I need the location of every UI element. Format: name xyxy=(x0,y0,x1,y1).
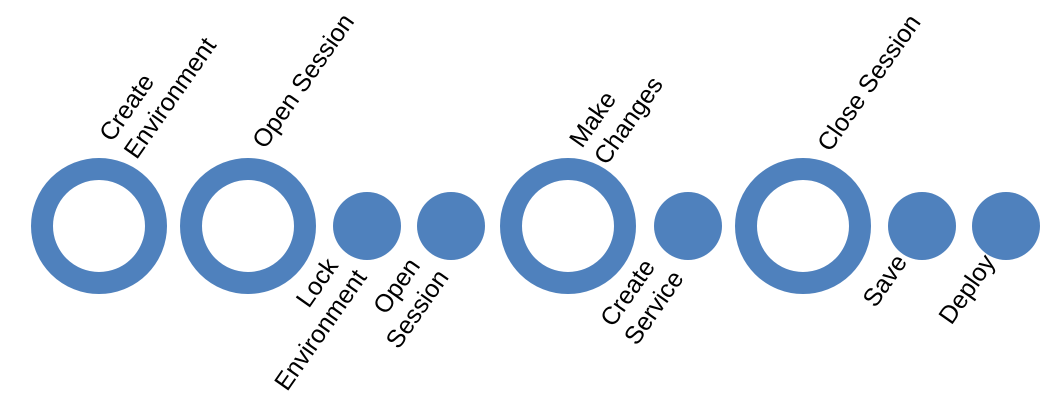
label-close-session: Close Session xyxy=(812,9,927,156)
step-save: Save xyxy=(857,192,956,312)
milestone-ring-open-session xyxy=(180,158,316,294)
label-line: Open Session xyxy=(247,9,360,154)
label-line: Deploy xyxy=(933,249,1001,329)
task-dot-lock-environment xyxy=(333,192,401,260)
step-make-changes: Make Changes xyxy=(500,54,669,294)
milestone-ring-make-changes xyxy=(500,158,636,294)
label-make-changes: Make Changes xyxy=(564,54,669,169)
task-dot-save xyxy=(888,192,956,260)
task-dot-create-service xyxy=(654,192,722,260)
label-line: Save xyxy=(857,249,913,312)
milestone-ring-close-session xyxy=(735,158,871,294)
label-open-session: Open Session xyxy=(247,9,360,154)
milestone-ring-create-environment xyxy=(31,158,167,294)
label-line: Close Session xyxy=(812,9,927,156)
task-dot-open-session xyxy=(417,192,485,260)
label-open-session-task: Open Session xyxy=(356,247,455,353)
label-deploy: Deploy xyxy=(933,249,1001,329)
label-create-environment: Create Environment xyxy=(94,15,222,163)
label-save: Save xyxy=(857,249,913,312)
task-dot-deploy xyxy=(972,192,1040,260)
